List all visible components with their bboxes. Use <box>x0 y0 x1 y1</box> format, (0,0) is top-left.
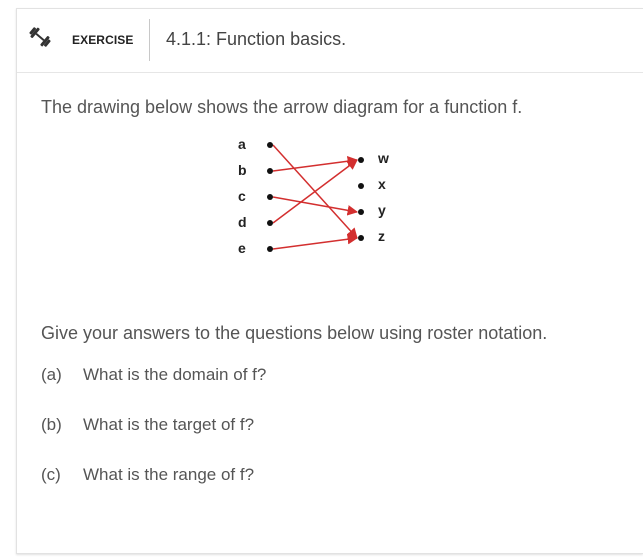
domain-label-b: b <box>238 162 247 178</box>
codomain-dot-y <box>358 209 364 215</box>
question-c: (c) What is the range of f? <box>41 465 254 485</box>
exercise-header: EXERCISE 4.1.1: Function basics. <box>17 9 643 73</box>
question-letter: (a) <box>41 365 62 384</box>
codomain-label-z: z <box>378 228 385 244</box>
arrow-diagram <box>267 142 364 252</box>
arrow-e-to-z <box>272 234 359 250</box>
domain-dot-b <box>267 168 273 174</box>
question-b: (b) What is the target of f? <box>41 415 254 435</box>
exercise-card: EXERCISE 4.1.1: Function basics. The dra… <box>16 8 643 554</box>
question-text: What is the target of f? <box>83 415 255 434</box>
codomain-dot-w <box>358 157 364 163</box>
arrow-b-to-w <box>272 156 359 172</box>
exercise-label: EXERCISE <box>72 33 134 47</box>
codomain-dot-z <box>358 235 364 241</box>
header-divider <box>149 19 150 61</box>
domain-label-d: d <box>238 214 247 230</box>
question-letter: (c) <box>41 465 61 484</box>
codomain-label-x: x <box>378 176 386 192</box>
domain-label-a: a <box>238 136 246 152</box>
domain-label-c: c <box>238 188 246 204</box>
instruction-text: Give your answers to the questions below… <box>41 323 548 343</box>
codomain-label-y: y <box>378 202 386 218</box>
codomain-dot-x <box>358 183 364 189</box>
intro-text: The drawing below shows the arrow diagra… <box>41 97 523 117</box>
question-text: What is the range of f? <box>83 465 255 484</box>
domain-dot-c <box>267 194 273 200</box>
domain-dot-a <box>267 142 273 148</box>
exercise-title: 4.1.1: Function basics. <box>166 29 347 49</box>
question-text: What is the domain of f? <box>83 365 267 384</box>
dumbbell-icon <box>29 27 51 47</box>
domain-dot-d <box>267 220 273 226</box>
question-a: (a) What is the domain of f? <box>41 365 266 385</box>
arrow-c-to-y <box>272 196 359 216</box>
codomain-label-w: w <box>378 150 389 166</box>
question-letter: (b) <box>41 415 62 434</box>
arrow-d-to-w <box>272 159 358 224</box>
domain-label-e: e <box>238 240 246 256</box>
domain-dot-e <box>267 246 273 252</box>
